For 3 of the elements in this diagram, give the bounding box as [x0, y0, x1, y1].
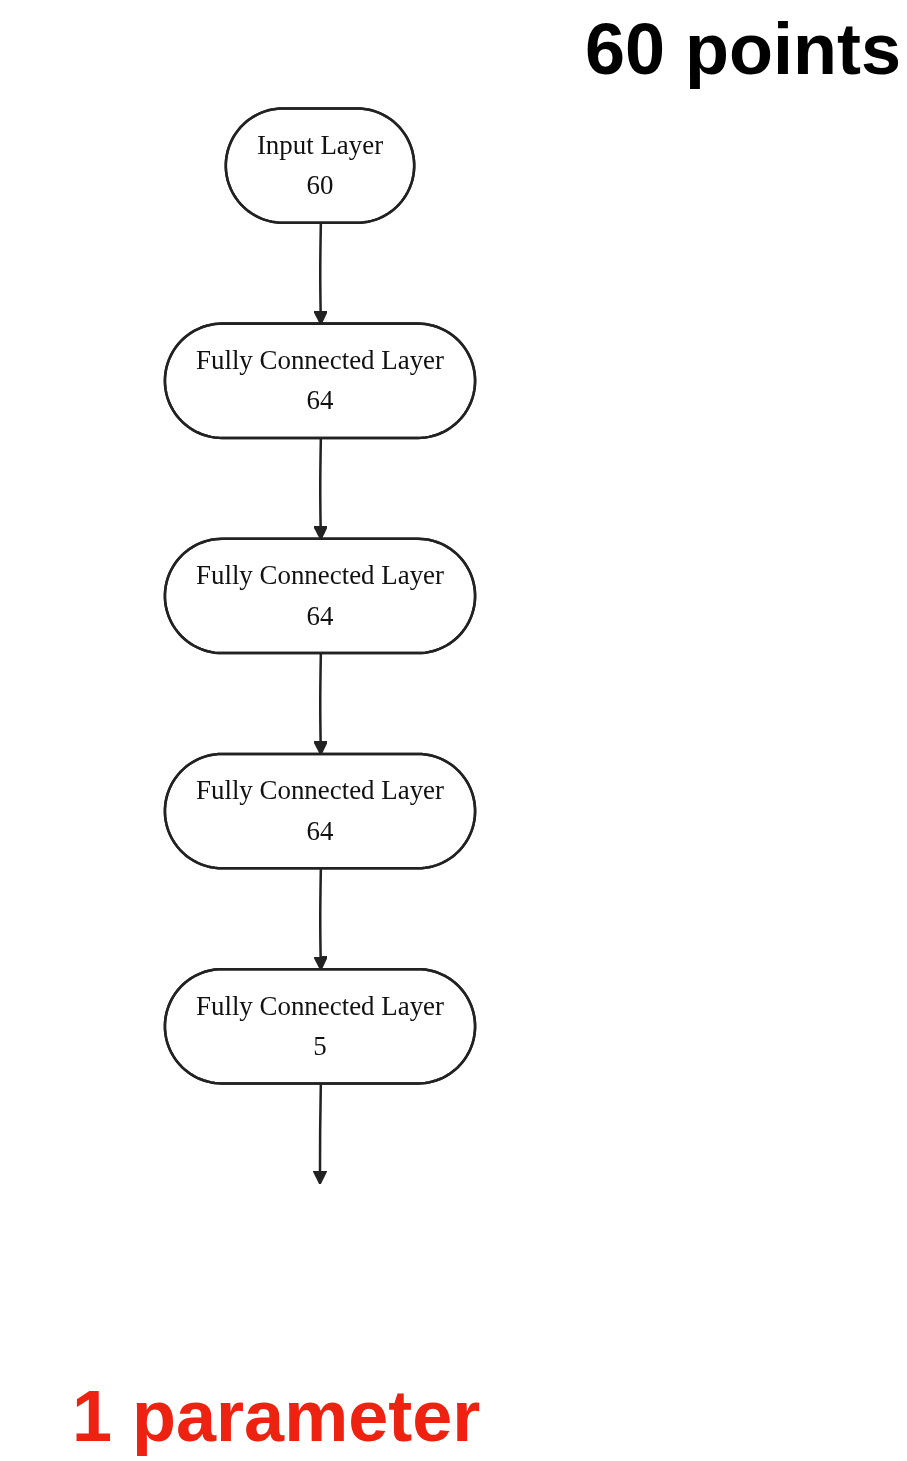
arrow [312, 1084, 328, 1185]
heading-text: 60 points [584, 8, 901, 90]
note-text: 1 parameter [72, 1375, 481, 1457]
